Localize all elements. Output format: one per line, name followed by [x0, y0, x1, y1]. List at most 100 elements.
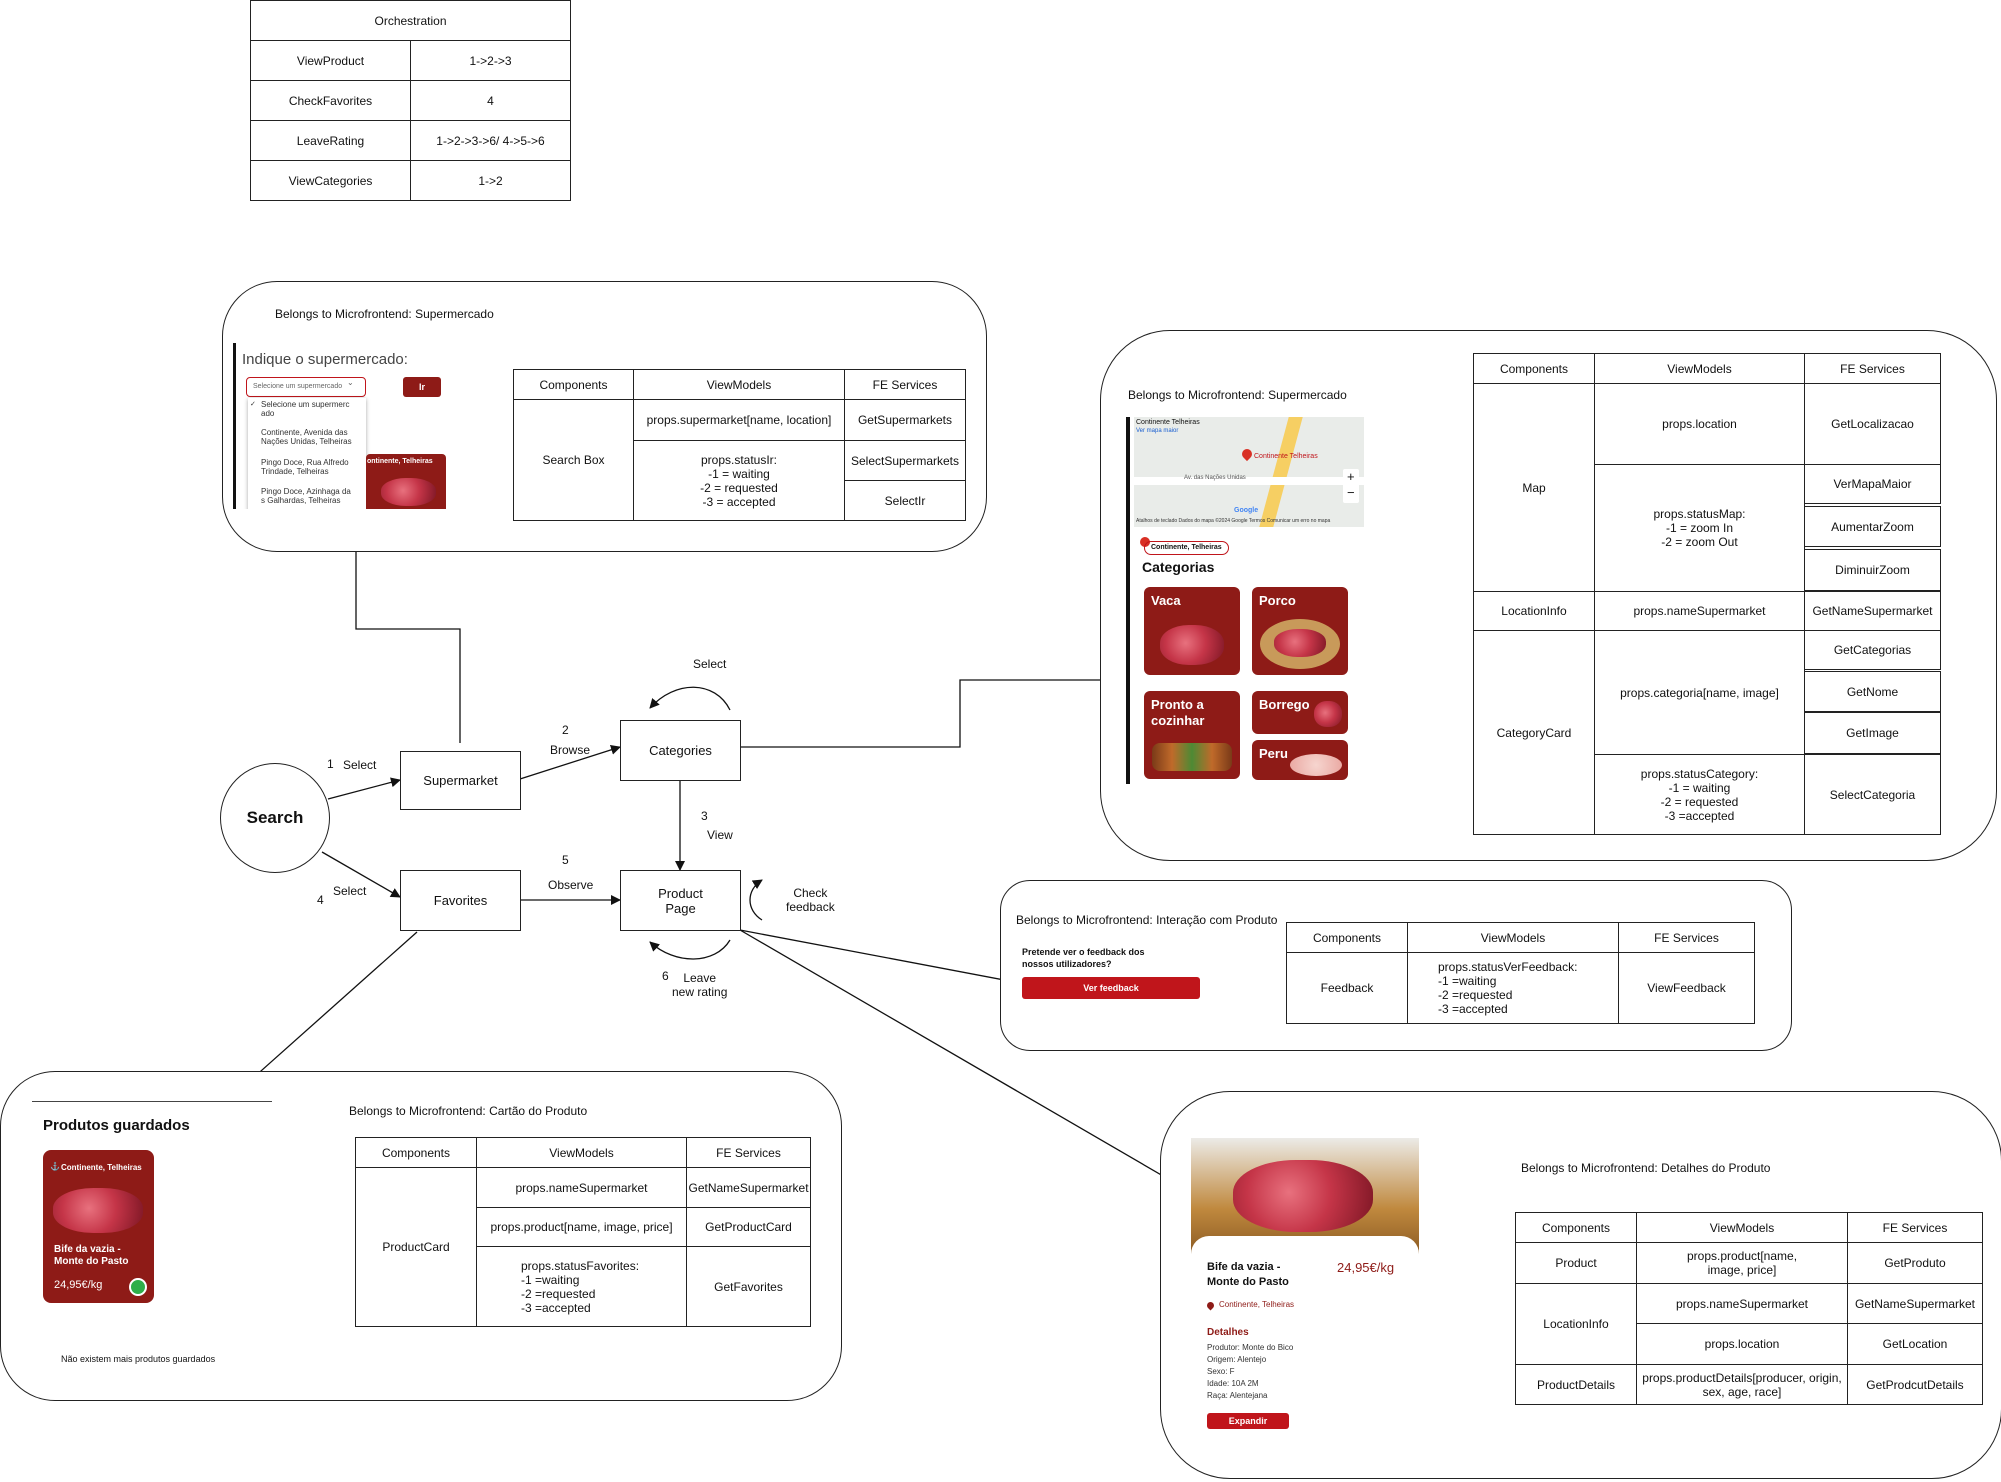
mock-option-2[interactable]: Pingo Doce, Rua Alfredo Trindade, Telhei… [261, 458, 349, 476]
tile-vaca-label: Vaca [1151, 593, 1181, 608]
g5-vm-2: props.location [1636, 1323, 1848, 1365]
edge2-number: 2 [562, 723, 569, 737]
expand-button[interactable]: Expandir [1207, 1413, 1289, 1429]
meat-image [1160, 625, 1224, 665]
location-chip[interactable]: Continente, Telheiras [1144, 541, 1229, 555]
mock-heading: Indique o supermercado: [242, 351, 408, 368]
g1-header-services: FE Services [844, 369, 966, 400]
divider [32, 1101, 272, 1102]
edge4-number: 4 [317, 893, 324, 907]
tile-peru-label: Peru [1259, 746, 1288, 761]
g2-component-map: Map [1473, 383, 1595, 592]
map-title: Continente Telheiras [1136, 419, 1200, 426]
map-view[interactable]: Continente Telheiras Ver mapa maior Cont… [1134, 417, 1364, 527]
chevron-down-icon: ⌄ [347, 378, 354, 387]
g5-svc-0: GetProduto [1847, 1242, 1983, 1284]
g2-svc-5: GetCategorias [1804, 630, 1941, 670]
tile-porco-label: Porco [1259, 593, 1296, 608]
g1-svc-0: GetSupermarkets [844, 399, 966, 441]
orch-value-3: 1->2 [410, 160, 571, 201]
map-road-highway [1259, 417, 1303, 527]
tile-borrego[interactable]: Borrego [1252, 691, 1348, 734]
meat-image [381, 478, 436, 506]
g1-header-viewmodels: ViewModels [633, 369, 845, 400]
details-store[interactable]: Continente, Telheiras [1219, 1300, 1295, 1309]
supermarket-node: Supermarket [400, 751, 521, 810]
favorite-toggle-icon[interactable] [129, 1278, 147, 1296]
g2-component-locationinfo: LocationInfo [1473, 591, 1595, 631]
edge-search-supermarket [327, 777, 401, 800]
group1-belongs: Belongs to Microfrontend: Supermercado [275, 307, 494, 321]
product-page-node: Product Page [620, 870, 741, 931]
map-pin-icon [1239, 446, 1255, 462]
card-store: Continente, Telheiras [61, 1163, 142, 1172]
g4-svc-0: GetNameSupermarket [686, 1167, 811, 1208]
supermarket-select-mock: Indique o supermercado: Selecione um sup… [233, 343, 451, 509]
g2-vm-0: props.location [1594, 383, 1805, 465]
mock-option-1[interactable]: Continente, Avenida das Nações Unidas, T… [261, 428, 352, 446]
g1-svc-1: SelectSupermarkets [844, 440, 966, 481]
mock-option-3[interactable]: Pingo Doce, Azinhaga da s Galhardas, Tel… [261, 487, 351, 505]
tile-peru[interactable]: Peru [1252, 740, 1348, 780]
detail-origin: Origem: Alentejo [1207, 1355, 1267, 1364]
g1-vm-1: props.statusIr: -1 = waiting -2 = reques… [633, 440, 845, 521]
check-feedback-label: Check feedback [786, 886, 835, 914]
g5-svc-3: GetProdcutDetails [1847, 1364, 1983, 1405]
mock-select[interactable]: Selecione um supermercado [246, 377, 366, 397]
g5-header-services: FE Services [1847, 1212, 1983, 1243]
zoom-out-icon[interactable]: − [1347, 485, 1355, 500]
g4-header-components: Components [355, 1137, 477, 1168]
zoom-in-icon[interactable]: + [1347, 469, 1355, 484]
g2-svc-0: GetLocalizacao [1804, 383, 1941, 465]
ver-feedback-button[interactable]: Ver feedback [1022, 977, 1200, 999]
g5-component-locationinfo: LocationInfo [1515, 1283, 1637, 1365]
g4-svc-1: GetProductCard [686, 1207, 811, 1247]
orchestration-title: Orchestration [250, 0, 571, 41]
meat-image [1314, 701, 1342, 727]
g3-header-components: Components [1286, 922, 1408, 953]
self-loop-rating [649, 939, 731, 960]
g3-vm-0: props.statusVerFeedback: -1 =waiting -2 … [1407, 952, 1619, 1024]
saved-product-card[interactable]: ⚓ Continente, Telheiras Bife da vazia - … [43, 1150, 154, 1303]
detail-age: Idade: 10A 2M [1207, 1379, 1259, 1388]
g2-vm-4: props.statusCategory: -1 = waiting -2 = … [1594, 754, 1805, 835]
details-price: 24,95€/kg [1337, 1260, 1395, 1275]
mock-option-0[interactable]: Selecione um supermerc ado [261, 400, 350, 418]
favorites-node: Favorites [400, 870, 521, 931]
mock-behind-card-text: ontinente, Telheiras [367, 458, 433, 465]
edge-favorites-card [233, 931, 418, 1096]
edge-product-feedback [739, 929, 1021, 987]
g2-vm-2: props.nameSupermarket [1594, 591, 1805, 631]
g3-component-feedback: Feedback [1286, 952, 1408, 1024]
detail-race: Raça: Alentejana [1207, 1391, 1268, 1400]
edge-product-details [739, 929, 1183, 1188]
map-road-label: Av. das Nações Unidas [1184, 475, 1246, 481]
edge5-label: Observe [548, 878, 594, 892]
self-loop-select [649, 686, 731, 711]
orch-name-2: LeaveRating [250, 120, 411, 161]
g5-vm-3: props.productDetails[producer, origin, s… [1636, 1364, 1848, 1405]
orch-value-2: 1->2->3->6/ 4->5->6 [410, 120, 571, 161]
g1-vm-0: props.supermarket[name, location] [633, 399, 845, 441]
self-select-label: Select [693, 657, 727, 671]
g4-svc-2: GetFavorites [686, 1246, 811, 1327]
map-footer: Atalhos de teclado Dados do mapa ©2024 G… [1136, 518, 1331, 524]
g4-vm-0: props.nameSupermarket [476, 1167, 687, 1208]
map-link[interactable]: Ver mapa maior [1136, 428, 1179, 434]
tile-vaca[interactable]: Vaca [1144, 587, 1240, 675]
tile-pronto[interactable]: Pronto a cozinhar [1144, 691, 1240, 779]
g4-header-services: FE Services [686, 1137, 811, 1168]
tile-porco[interactable]: Porco [1252, 587, 1348, 675]
detail-sex: Sexo: F [1207, 1367, 1235, 1376]
categories-node: Categories [620, 720, 741, 781]
orch-name-0: ViewProduct [250, 40, 411, 81]
group2-belongs: Belongs to Microfrontend: Supermercado [1128, 388, 1347, 402]
g5-vm-0: props.product[name, image, price] [1636, 1242, 1848, 1284]
orch-name-1: CheckFavorites [250, 80, 411, 121]
meat-image [1274, 629, 1326, 657]
g5-header-components: Components [1515, 1212, 1637, 1243]
g2-svc-7: GetImage [1804, 712, 1941, 754]
search-node: Search [220, 763, 330, 873]
mock-go-button[interactable]: Ir [403, 377, 441, 397]
google-logo: Google [1234, 507, 1259, 514]
